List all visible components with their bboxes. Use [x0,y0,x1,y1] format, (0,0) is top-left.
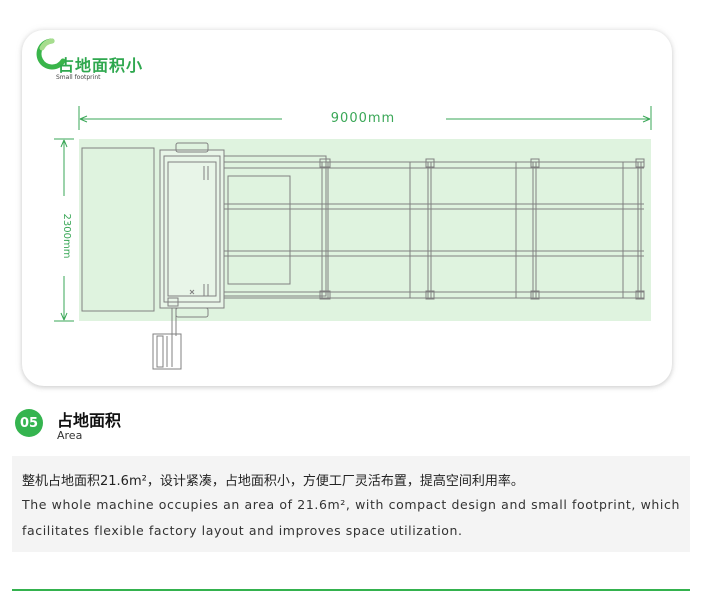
bottom-divider [12,589,690,591]
description-chinese: 整机占地面积21.6m²，设计紧凑，占地面积小，方便工厂灵活布置，提高空间利用率… [22,474,524,489]
section-number-badge: 05 [15,409,43,437]
card-title: 占地面积小 [58,56,144,75]
footprint-diagram: 9000mm 2300mm [54,106,652,370]
length-label: 9000mm [331,111,395,126]
description-english: The whole machine occupies an area of 21… [22,497,680,538]
card-subtitle: Small footprint [56,74,101,81]
machine-outline [81,142,645,370]
section-title: 占地面积 [57,411,122,430]
section-subtitle: Area [57,429,83,442]
width-dimension [54,138,74,322]
length-dimension [78,106,652,130]
description-box [12,456,690,552]
width-label: 2300mm [61,214,72,259]
card-logo-icon [36,38,66,70]
